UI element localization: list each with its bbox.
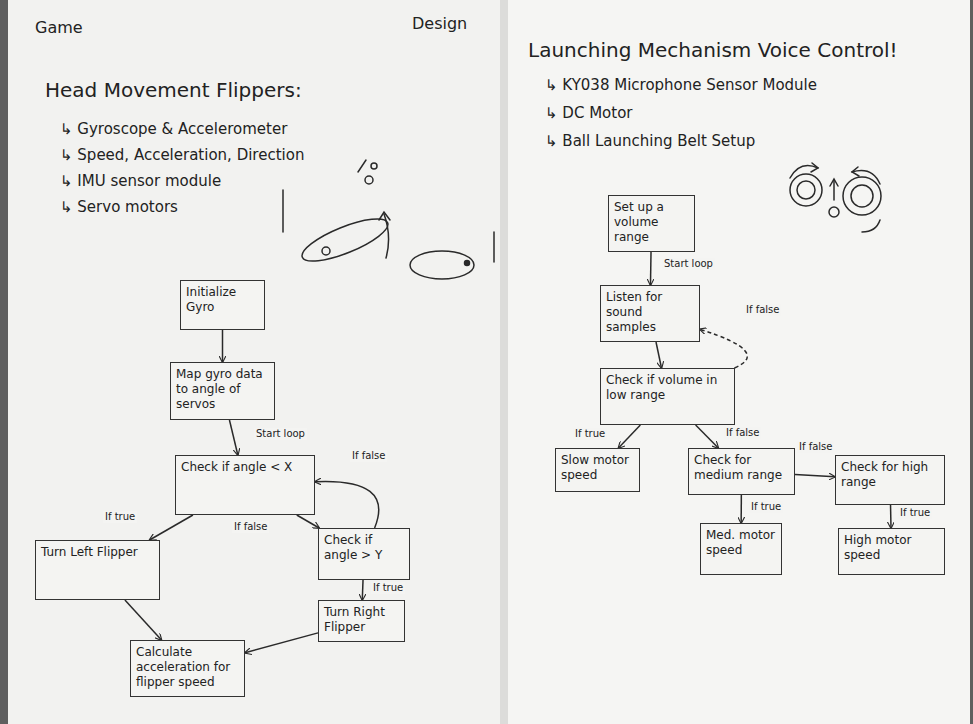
edge-label: If false [350, 450, 387, 462]
edge-label: If true [749, 501, 783, 513]
arrow-head [830, 179, 838, 186]
belt-roller [843, 177, 881, 215]
bullet-text: ↳ DC Motor [545, 104, 632, 122]
edge-label: Start loop [662, 258, 715, 270]
bullet-text: ↳ Gyroscope & Accelerometer [60, 120, 287, 138]
bullet-text: ↳ Speed, Acceleration, Direction [60, 146, 304, 164]
process-box: Listen for sound samples [600, 285, 700, 342]
flow-arrow [656, 342, 661, 368]
box-text: Med. motor speed [706, 528, 776, 558]
process-box: Check if angle > Y [318, 528, 410, 580]
flipper-motion-arrow [384, 214, 389, 258]
flipper-pivot [322, 247, 330, 255]
flow-arrow [650, 252, 652, 285]
flow-arrow [297, 515, 319, 528]
process-box: Check for medium range [688, 448, 795, 495]
process-box: Check if angle < X [175, 455, 315, 515]
ball [365, 176, 373, 184]
left-flipper [297, 211, 392, 270]
bullet-text: ↳ IMU sensor module [60, 172, 221, 190]
launch-arrow [833, 180, 835, 200]
flow-arrow [315, 481, 379, 528]
flow-arrow [125, 600, 162, 640]
edge-label: If true [573, 428, 607, 440]
process-box: Med. motor speed [700, 523, 782, 575]
bullet-text: ↳ KY038 Microphone Sensor Module [545, 76, 817, 94]
arrow-head [379, 212, 390, 220]
edge-label: If true [371, 582, 405, 594]
process-box: Turn Right Flipper [318, 600, 405, 642]
process-box: High motor speed [838, 528, 945, 575]
process-box: Check if volume in low range [600, 368, 735, 425]
flow-arrow [740, 495, 742, 523]
belt-roller-hub [851, 185, 873, 207]
spine-shadow [500, 0, 508, 724]
box-text: Check for high range [841, 460, 939, 490]
box-text: Check if angle < X [181, 460, 309, 475]
edge-label: If false [744, 304, 781, 316]
box-text: Map gyro data to angle of servos [176, 367, 269, 412]
heading-text: Game [35, 18, 83, 37]
process-box: Turn Left Flipper [35, 540, 160, 600]
arrow-head [852, 167, 859, 176]
edge-label: If false [797, 441, 834, 453]
box-text: Turn Right Flipper [324, 605, 399, 635]
flow-arrow [795, 475, 835, 477]
flow-arrow [696, 425, 719, 448]
wall-line [282, 190, 284, 232]
edge-label: If false [724, 427, 761, 439]
box-text: High motor speed [844, 533, 939, 563]
box-text: Turn Left Flipper [41, 545, 154, 560]
box-text: Check for medium range [694, 453, 789, 483]
flow-arrow [700, 329, 747, 368]
flow-arrow [245, 633, 318, 653]
spin-arrow [790, 166, 818, 178]
ball-motion [358, 160, 366, 172]
bullet-text: ↳ Servo motors [60, 198, 178, 216]
process-box: Map gyro data to angle of servos [170, 362, 275, 420]
wall-line [493, 232, 495, 262]
flow-arrow [890, 505, 892, 528]
box-text: Calculate acceleration for flipper speed [136, 645, 239, 690]
spin-arrow [862, 220, 880, 232]
edge-label: If false [232, 521, 269, 533]
box-text: Check if angle > Y [324, 533, 404, 563]
spin-arrow [852, 171, 880, 185]
box-text: Set up a volume range [614, 200, 689, 245]
heading-text: Design [412, 14, 467, 33]
bullet-text: ↳ Ball Launching Belt Setup [545, 132, 755, 150]
belt-roller [790, 174, 822, 206]
process-box: Set up a volume range [608, 195, 695, 252]
process-box: Initialize Gyro [180, 280, 265, 330]
flow-arrow [618, 425, 640, 448]
box-text: Initialize Gyro [186, 285, 259, 315]
box-text: Check if volume in low range [606, 373, 729, 403]
flipper-pivot [465, 261, 470, 266]
edge-label: Start loop [254, 428, 307, 440]
flow-arrow [222, 330, 224, 362]
flow-arrow [229, 420, 237, 455]
right-flipper [410, 251, 474, 279]
flow-arrow [362, 580, 364, 600]
process-box: Slow motor speed [555, 448, 640, 492]
box-text: Listen for sound samples [606, 290, 694, 335]
process-box: Check for high range [835, 455, 945, 505]
flow-arrow [150, 515, 193, 540]
launch-ball [829, 207, 839, 217]
heading-text: Head Movement Flippers: [45, 78, 302, 102]
belt-roller-hub [797, 181, 815, 199]
heading-text: Launching Mechanism Voice Control! [528, 38, 898, 62]
edge-label: If true [898, 507, 932, 519]
process-box: Calculate acceleration for flipper speed [130, 640, 245, 697]
box-text: Slow motor speed [561, 453, 634, 483]
edge-label: If true [103, 511, 137, 523]
ball-trace [371, 163, 377, 169]
arrow-head [811, 163, 818, 172]
